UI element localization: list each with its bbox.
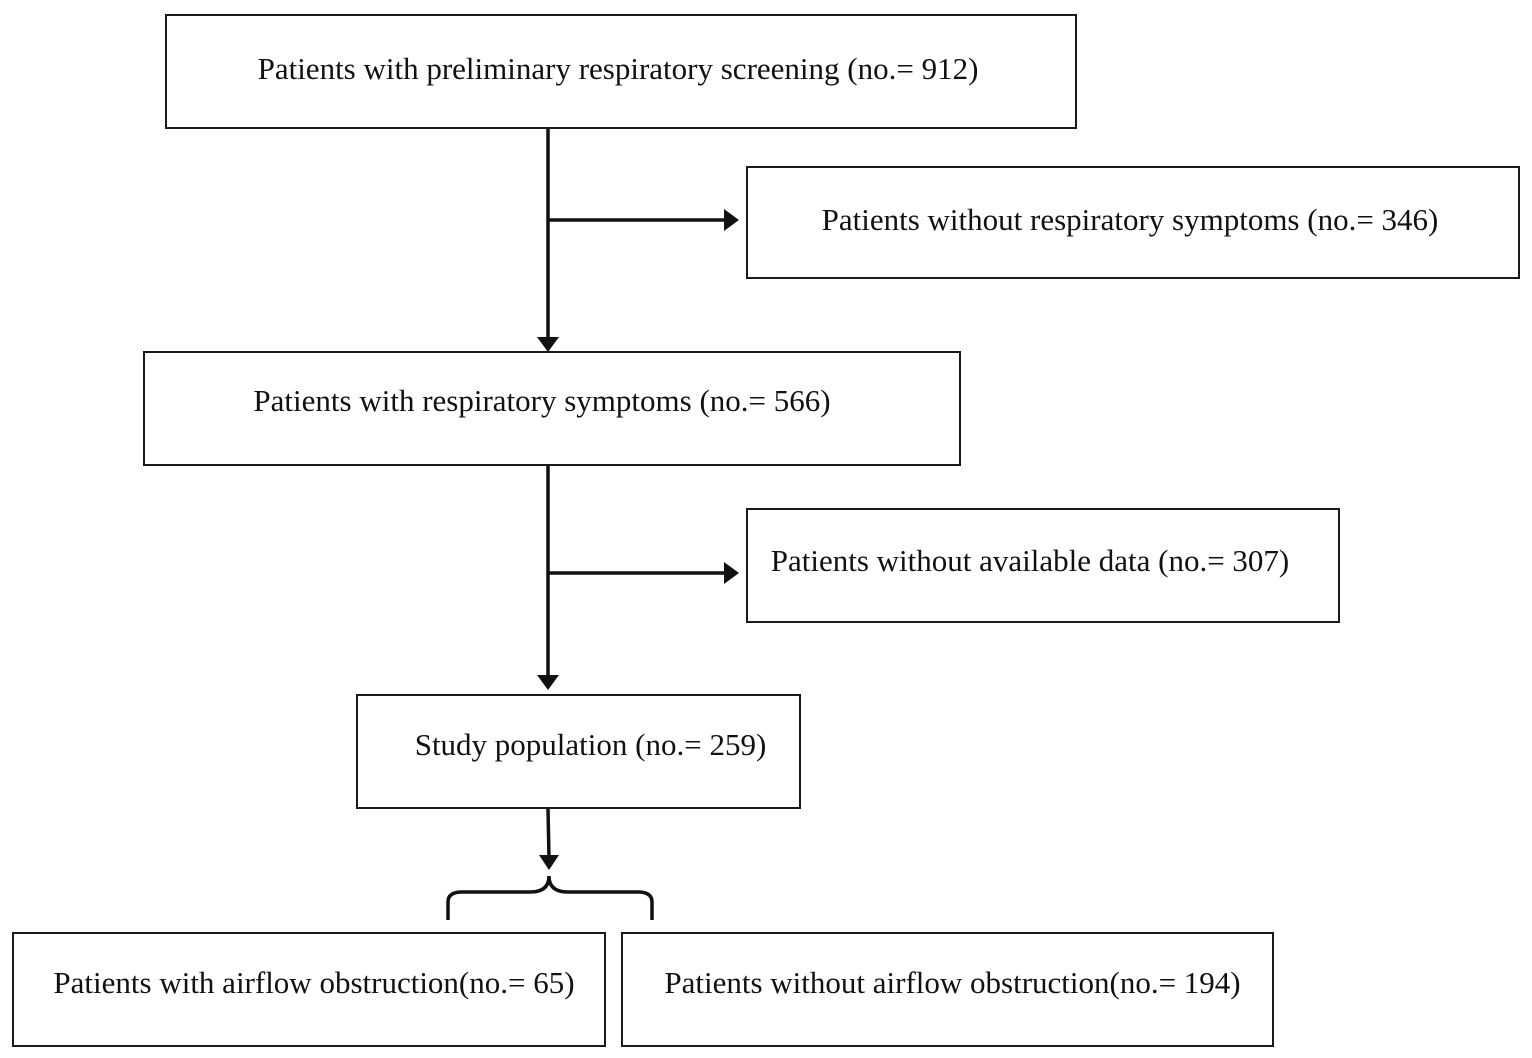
no-airflow-obstruction-label: Patients without airflow obstruction(no.… [664, 965, 1241, 1000]
no-data-box: Patients without available data (no.= 30… [746, 508, 1340, 623]
airflow-obstruction-label: Patients with airflow obstruction(no.= 6… [53, 965, 575, 1000]
arrowhead-down-icon [537, 337, 559, 352]
arrowhead-down-icon [539, 855, 559, 870]
no-symptoms-box: Patients without respiratory symptoms (n… [746, 166, 1520, 279]
symptoms-box: Patients with respiratory symptoms (no.=… [143, 351, 961, 466]
no-airflow-obstruction-box: Patients without airflow obstruction(no.… [621, 932, 1274, 1047]
symptoms-label: Patients with respiratory symptoms (no.=… [253, 383, 831, 418]
no-data-label: Patients without available data (no.= 30… [770, 543, 1290, 578]
study-population-label: Study population (no.= 259) [414, 727, 767, 762]
branch-bracket [446, 875, 654, 920]
no-symptoms-label: Patients without respiratory symptoms (n… [821, 202, 1439, 237]
arrowhead-right-icon [724, 209, 739, 231]
screening-box: Patients with preliminary respiratory sc… [165, 14, 1077, 129]
study-population-box: Study population (no.= 259) [356, 694, 801, 809]
screening-label: Patients with preliminary respiratory sc… [257, 51, 979, 86]
connector-study-to-branch [546, 808, 551, 859]
airflow-obstruction-box: Patients with airflow obstruction(no.= 6… [12, 932, 606, 1047]
arrowhead-down-icon [537, 675, 559, 690]
arrowhead-right-icon [724, 562, 739, 584]
